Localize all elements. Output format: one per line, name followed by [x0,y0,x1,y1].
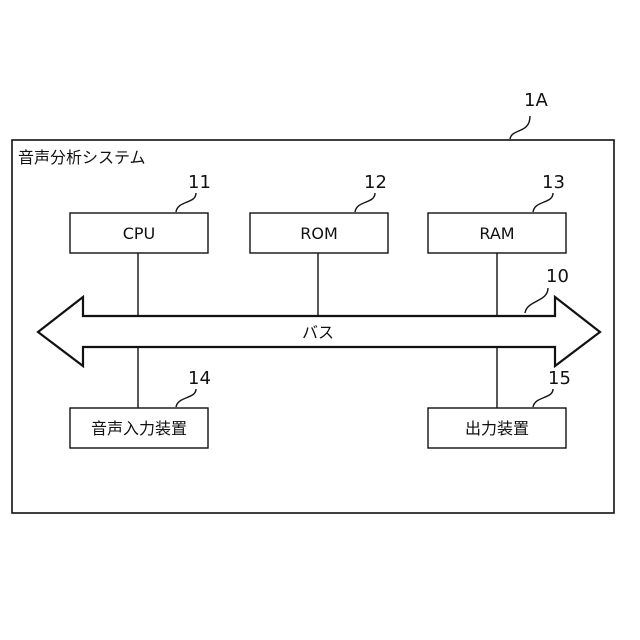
audio-input-ref-leader [176,389,196,407]
system-title: 音声分析システム [18,148,146,167]
ram-ref-number: 13 [542,172,565,193]
ram-label: RAM [479,224,514,243]
audio-input-label: 音声入力装置 [91,419,187,438]
output-ref-leader [533,389,553,407]
cpu-ref-leader [176,193,196,212]
rom-label: ROM [300,224,338,243]
system-ref-number: 1A [524,90,548,111]
rom-ref-number: 12 [364,172,387,193]
bus-label: バス [302,323,334,342]
cpu-ref-number: 11 [188,172,211,193]
cpu-label: CPU [123,224,156,243]
output-ref-number: 15 [548,368,571,389]
ram-ref-leader [533,193,553,212]
bus-ref-number: 10 [546,266,569,287]
rom-ref-leader [355,193,375,212]
output-label: 出力装置 [465,419,529,438]
bus-ref-leader [525,288,548,313]
audio-input-ref-number: 14 [188,368,211,389]
system-ref-leader [510,116,530,139]
